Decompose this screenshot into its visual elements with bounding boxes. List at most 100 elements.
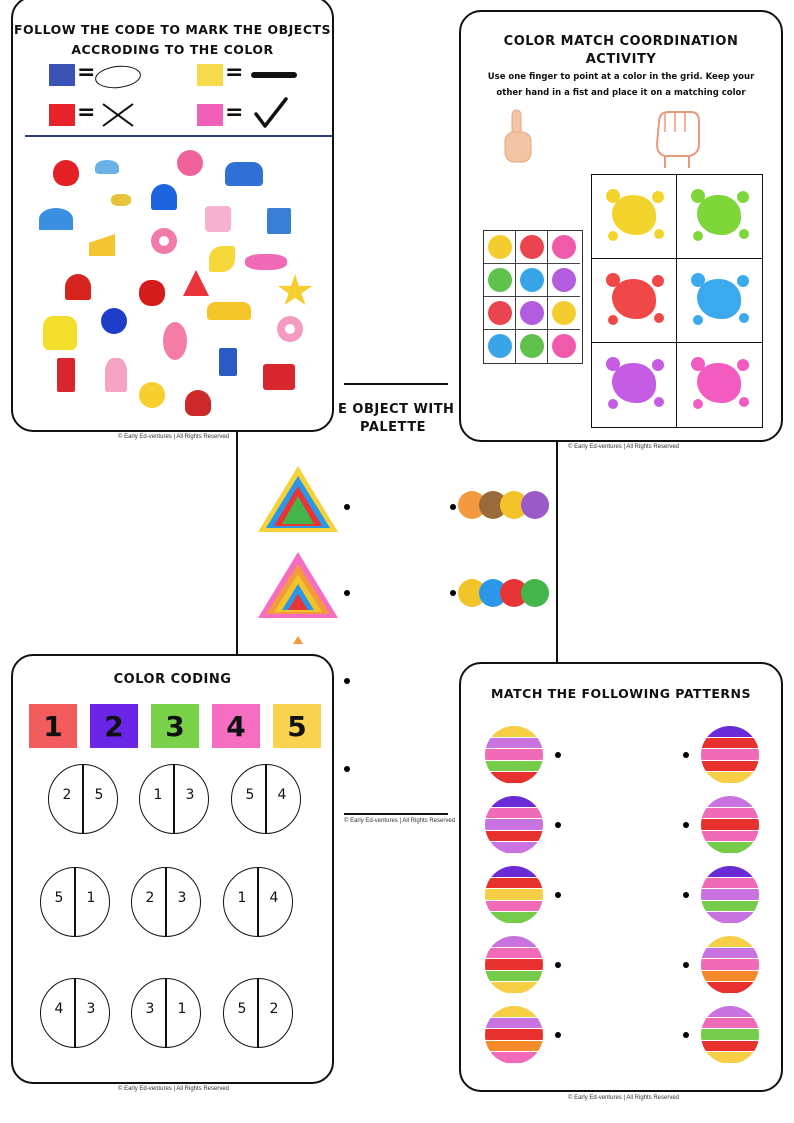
grid-cell[interactable] (516, 330, 548, 363)
stripe (701, 842, 759, 854)
pattern-area (461, 664, 781, 1090)
match-dot[interactable] (555, 752, 561, 758)
star-icon[interactable] (277, 274, 313, 305)
book-icon[interactable] (267, 208, 291, 234)
splat-drop (652, 275, 664, 287)
flower-pink-icon[interactable] (177, 150, 203, 176)
key-icon[interactable] (111, 194, 131, 206)
grid-cell[interactable] (516, 231, 548, 264)
match-dot[interactable] (683, 892, 689, 898)
stripe (701, 796, 759, 808)
match-dot[interactable] (683, 752, 689, 758)
cap-icon[interactable] (95, 160, 119, 174)
taxi-icon[interactable] (207, 302, 251, 320)
splat-grid (591, 174, 763, 428)
grid-cell[interactable] (548, 264, 580, 297)
match-dot[interactable] (344, 766, 350, 772)
watermelon-icon[interactable] (183, 270, 209, 296)
apple-icon[interactable] (139, 280, 165, 306)
umbrella-icon[interactable] (39, 208, 73, 230)
copyright: © Early Ed-ventures | All Rights Reserve… (568, 444, 680, 450)
stripe (485, 877, 543, 890)
circle-right-number: 4 (269, 890, 279, 906)
copyright: © Early Ed-ventures | All Rights Reserve… (568, 1095, 680, 1101)
duck-icon[interactable] (139, 382, 165, 408)
stripe (701, 1040, 759, 1053)
match-dot[interactable] (344, 678, 350, 684)
flower-blue-icon[interactable] (101, 308, 127, 334)
match-dot[interactable] (683, 822, 689, 828)
match-dot[interactable] (683, 1032, 689, 1038)
circle-left-number: 5 (237, 1001, 247, 1017)
balloon-icon[interactable] (53, 160, 79, 186)
raincoat-icon[interactable] (43, 316, 77, 350)
grid-cell[interactable] (484, 297, 516, 330)
splat-drop (693, 315, 703, 325)
instruction-line2: other hand in a fist and place it on a m… (496, 88, 746, 98)
splat-drop (739, 397, 749, 407)
match-dot[interactable] (555, 892, 561, 898)
match-dot[interactable] (683, 962, 689, 968)
color-code-box: 5 (273, 704, 321, 748)
cheese-icon[interactable] (89, 234, 115, 256)
splat-cell[interactable] (677, 175, 762, 259)
splat-drop (691, 357, 705, 371)
circle-left-number: 1 (237, 890, 247, 906)
basket-icon[interactable] (205, 206, 231, 232)
grid-cell[interactable] (516, 297, 548, 330)
match-dot[interactable] (555, 822, 561, 828)
stripe (485, 737, 543, 750)
grid-cell[interactable] (548, 231, 580, 264)
striped-ball (485, 936, 543, 994)
grid-cell[interactable] (484, 330, 516, 363)
flamingo-icon[interactable] (163, 322, 187, 360)
stripe (701, 1052, 759, 1064)
palette-color-circle (521, 579, 549, 607)
splat-cell[interactable] (677, 259, 762, 343)
grid-cell[interactable] (548, 297, 580, 330)
stripe (701, 1029, 759, 1041)
match-dot[interactable] (555, 1032, 561, 1038)
splat-cell[interactable] (592, 175, 677, 259)
match-dot[interactable] (555, 962, 561, 968)
beanie-icon[interactable] (65, 274, 91, 300)
lifebuoy-icon[interactable] (151, 228, 177, 254)
gift-icon[interactable] (263, 364, 295, 390)
circle-right-number: 3 (86, 1001, 96, 1017)
card2-title-line2: ACTIVITY (585, 52, 657, 67)
match-dot[interactable] (344, 504, 350, 510)
grid-cell[interactable] (484, 264, 516, 297)
match-dot[interactable] (344, 590, 350, 596)
sunglasses-icon[interactable] (245, 254, 287, 270)
legend-equals: = (77, 100, 96, 125)
donut-icon[interactable] (277, 316, 303, 342)
splat-cell[interactable] (592, 259, 677, 343)
door-icon[interactable] (57, 358, 75, 392)
grid-cell[interactable] (516, 264, 548, 297)
bin-icon[interactable] (219, 348, 237, 376)
dress-icon[interactable] (105, 358, 127, 392)
match-dot[interactable] (450, 504, 456, 510)
splat-cell[interactable] (677, 343, 762, 427)
splat-drop (737, 359, 749, 371)
splat-cell[interactable] (592, 343, 677, 427)
stripe (701, 830, 759, 843)
match-dot[interactable] (450, 590, 456, 596)
car-icon[interactable] (225, 162, 263, 186)
mitten-icon[interactable] (185, 390, 211, 416)
fist-icon (651, 108, 703, 170)
grid-cell[interactable] (484, 231, 516, 264)
banana-icon[interactable] (209, 246, 235, 272)
heart-icon[interactable] (151, 184, 177, 210)
stripe (701, 959, 759, 971)
